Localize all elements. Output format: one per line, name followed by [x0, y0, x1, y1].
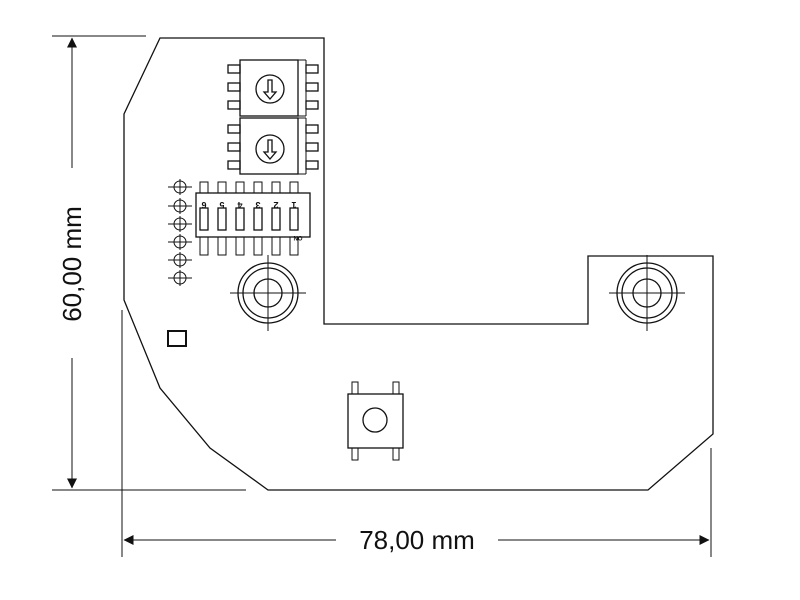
- width-label: 78,00 mm: [359, 525, 475, 555]
- rotary-switch-1-body: [239, 59, 299, 117]
- crosshair-icon: [168, 270, 192, 286]
- dip-switch-pins: [199, 181, 299, 256]
- dip-switch-levers: [199, 207, 299, 231]
- dip-lever: [217, 207, 227, 231]
- dip-switch: 6 5 4 3 2 1 ON: [195, 181, 311, 256]
- led-pad: [167, 330, 187, 347]
- rotary-switch-2-body: [239, 117, 299, 175]
- mounting-hole-right: [609, 255, 685, 331]
- dip-switch-number: 2: [273, 200, 278, 210]
- dip-lever: [199, 207, 209, 231]
- dip-switch-number: 4: [237, 200, 242, 210]
- mounting-hole-left: [230, 255, 306, 331]
- height-label: 60,00 mm: [57, 206, 87, 322]
- dip-switch-number: 1: [291, 200, 296, 210]
- dip-switch-number: 3: [255, 200, 260, 210]
- height-dimension: 60,00 mm: [52, 35, 246, 491]
- crosshair-icon: [168, 216, 192, 232]
- arrow-down-icon: [262, 79, 278, 100]
- arrow-down-icon: [262, 139, 278, 160]
- dip-lever: [235, 207, 245, 231]
- rotary-switch-2-dial: [255, 134, 285, 164]
- test-points-column: [168, 179, 192, 286]
- dip-switch-number: 6: [201, 200, 206, 210]
- push-button-actuator: [362, 407, 388, 433]
- dip-lever: [271, 207, 281, 231]
- push-button: [347, 381, 404, 461]
- pcb-board-outline: [123, 37, 714, 491]
- rotary-switch-1: [227, 59, 319, 117]
- crosshair-icon: [168, 252, 192, 268]
- rotary-switch-1-dial: [255, 74, 285, 104]
- crosshair-icon: [168, 179, 192, 195]
- dip-switch-body: [195, 192, 311, 238]
- push-button-body: [347, 393, 404, 449]
- dip-switch-on-label: ON: [294, 234, 303, 240]
- crosshair-icon: [168, 198, 192, 214]
- dip-lever: [253, 207, 263, 231]
- crosshair-icon: [168, 234, 192, 250]
- width-dimension: 78,00 mm: [121, 310, 712, 557]
- dip-switch-number: 5: [219, 200, 224, 210]
- dip-lever: [289, 207, 299, 231]
- rotary-switch-2: [227, 117, 319, 175]
